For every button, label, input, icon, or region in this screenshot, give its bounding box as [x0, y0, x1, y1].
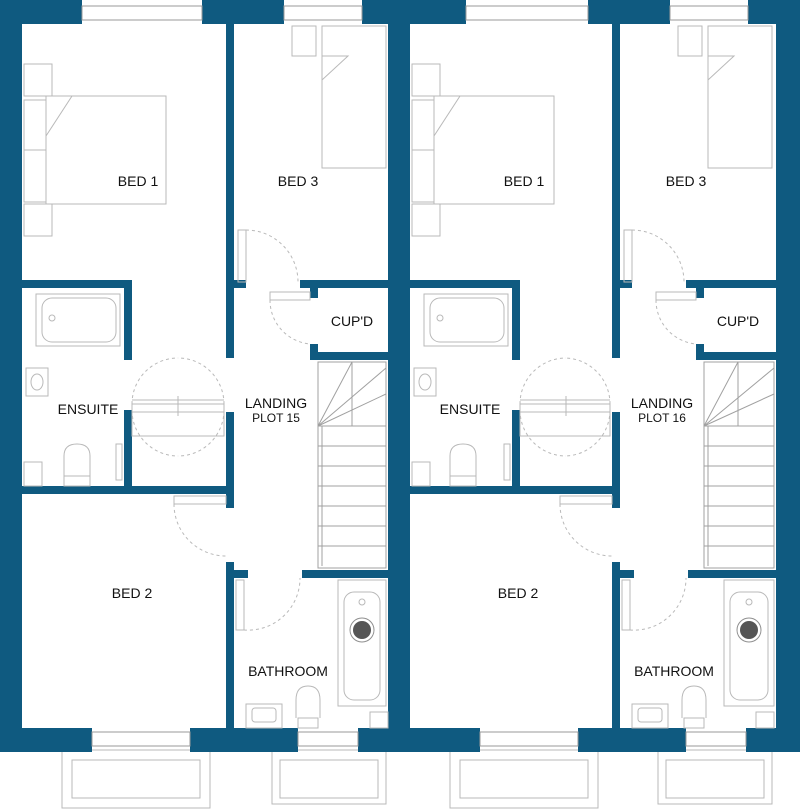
bath [723, 579, 775, 707]
wall [234, 280, 246, 288]
plot-15-labels: BED 1 BED 3 CUP'D ENSUITE LANDING PLOT 1… [58, 173, 374, 679]
wall [226, 562, 234, 728]
wall [410, 280, 520, 288]
room-label-bathroom: BATHROOM [634, 663, 714, 679]
party-wall [388, 0, 410, 752]
bedside-table [411, 63, 441, 97]
wall [612, 24, 620, 358]
walls [0, 0, 800, 752]
room-label-ensuite: ENSUITE [58, 401, 119, 417]
room-label-ensuite: ENSUITE [440, 401, 501, 417]
bedside-table [23, 63, 53, 97]
toilet [449, 443, 477, 476]
bedside-table [677, 25, 703, 57]
plot-number-label: PLOT 15 [252, 411, 300, 425]
wall [612, 562, 620, 728]
window [669, 5, 749, 21]
wall [612, 412, 620, 508]
single-bed [321, 25, 387, 169]
wall [588, 0, 670, 24]
wall [362, 0, 466, 24]
room-label-bed-3: BED 3 [666, 173, 707, 189]
wall [22, 280, 132, 288]
room-label-bathroom: BATHROOM [248, 663, 328, 679]
bedside-table [411, 203, 441, 237]
window [297, 731, 359, 747]
wall [410, 486, 620, 494]
plot-15-fixtures [23, 25, 389, 729]
windows [81, 5, 749, 747]
wall [0, 0, 82, 24]
wall [310, 352, 388, 360]
plot-16-labels: BED 1 BED 3 CUP'D ENSUITE LANDING PLOT 1… [440, 173, 760, 679]
basin [25, 367, 49, 397]
room-label-bed-3: BED 3 [278, 173, 319, 189]
window [465, 5, 589, 21]
single-bed [707, 25, 773, 169]
wall [22, 486, 234, 494]
bedside-table [23, 203, 53, 237]
wall [124, 410, 132, 492]
staircase [317, 361, 387, 569]
window [283, 5, 363, 21]
bedside-table [291, 25, 317, 57]
wall [512, 280, 520, 360]
wall [124, 280, 132, 360]
wall [686, 280, 776, 288]
room-label-landing: LANDING [631, 395, 693, 411]
wall [696, 280, 704, 298]
basin [413, 367, 437, 397]
wall [302, 570, 388, 578]
toilet [681, 685, 707, 718]
wall [358, 728, 480, 752]
staircase [703, 361, 775, 569]
room-label-bed-2: BED 2 [112, 585, 153, 601]
plot-16-fixtures [411, 25, 775, 729]
wall [696, 344, 704, 358]
wall [0, 0, 22, 752]
room-label-cupboard: CUP'D [717, 313, 759, 329]
wall [234, 570, 248, 578]
window [479, 731, 579, 747]
wall [776, 0, 800, 752]
wall [310, 344, 318, 358]
window [685, 731, 747, 747]
wall [578, 728, 686, 752]
wall [226, 24, 234, 358]
wall [620, 570, 634, 578]
wall [620, 280, 632, 288]
wall [512, 410, 520, 492]
toilet [63, 443, 91, 476]
basin [631, 703, 669, 729]
wall [310, 280, 318, 298]
bath [423, 293, 509, 347]
wall [202, 0, 284, 24]
bath [35, 293, 121, 347]
wall [688, 570, 776, 578]
window [91, 731, 191, 747]
wall [0, 728, 92, 752]
wall [226, 412, 234, 508]
room-label-cupboard: CUP'D [331, 313, 373, 329]
basin [245, 703, 283, 729]
room-label-bed-1: BED 1 [504, 173, 545, 189]
bay-windows [61, 749, 773, 809]
window [81, 5, 203, 21]
plot-number-label: PLOT 16 [638, 411, 686, 425]
room-label-bed-1: BED 1 [118, 173, 159, 189]
wall [696, 352, 776, 360]
wall [190, 728, 298, 752]
room-label-bed-2: BED 2 [498, 585, 539, 601]
toilet [295, 685, 321, 718]
room-label-landing: LANDING [245, 395, 307, 411]
wall [746, 728, 800, 752]
bath [337, 579, 387, 707]
wall [300, 280, 388, 288]
